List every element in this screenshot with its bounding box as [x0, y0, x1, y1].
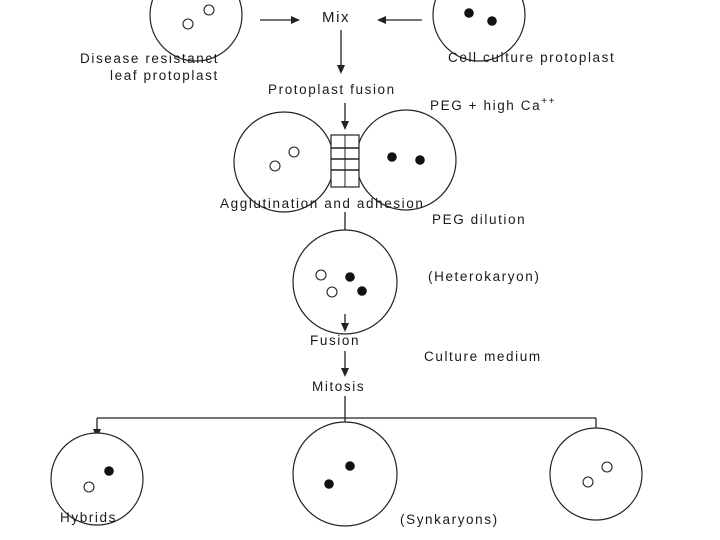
- heterokaryon-cell: [292, 229, 398, 335]
- open-nucleus: [601, 461, 613, 473]
- open-nucleus: [269, 160, 281, 172]
- filled-nucleus: [387, 152, 397, 162]
- open-nucleus: [582, 476, 594, 488]
- disease-resistant-label-line2: leaf protoplast: [110, 68, 219, 83]
- agglutinated-protoplast-pair: [233, 109, 457, 213]
- culture-medium-label: Culture medium: [424, 349, 542, 364]
- protoplast-fusion-label: Protoplast fusion: [268, 82, 396, 97]
- open-nucleus: [326, 286, 338, 298]
- open-nucleus: [315, 269, 327, 281]
- synkaryons-label: (Synkaryons): [400, 512, 499, 527]
- open-nucleus: [288, 146, 300, 158]
- filled-nucleus: [487, 16, 497, 26]
- hybrids-label: Hybrids: [60, 510, 117, 525]
- cell-culture-label: Cell culture protoplast: [448, 50, 615, 65]
- cell-culture-protoplast-cell: [432, 0, 526, 62]
- filled-nucleus: [464, 8, 474, 18]
- synkaryon-cell-center: [292, 421, 398, 527]
- heterokaryon-label: (Heterokaryon): [428, 269, 540, 284]
- mix-label: Mix: [322, 9, 350, 26]
- hybrid-cell: [50, 432, 144, 526]
- peg-calcium-label: PEG + high Ca++: [430, 96, 556, 113]
- mitosis-label: Mitosis: [312, 379, 365, 394]
- leaf-protoplast-cell: [149, 0, 243, 62]
- open-nucleus: [203, 4, 215, 16]
- adhesion-bridge: [330, 134, 360, 188]
- arrow-culture-to-mix: [377, 16, 422, 24]
- peg-dilution-label: PEG dilution: [432, 212, 526, 227]
- open-nucleus: [182, 18, 194, 30]
- filled-nucleus: [104, 466, 114, 476]
- arrow-to-mitosis: [341, 351, 349, 377]
- filled-nucleus: [345, 272, 355, 282]
- synkaryon-cell-right: [549, 427, 643, 521]
- filled-nucleus: [345, 461, 355, 471]
- calcium-charge-superscript: ++: [541, 96, 556, 107]
- filled-nucleus: [324, 479, 334, 489]
- arrow-to-fusion: [341, 314, 349, 332]
- filled-nucleus: [357, 286, 367, 296]
- arrow-mix-down: [337, 30, 345, 74]
- agglutination-label: Agglutination and adhesion: [220, 196, 424, 211]
- filled-nucleus: [415, 155, 425, 165]
- disease-resistant-label-line1: Disease resistanct: [80, 51, 219, 66]
- peg-calcium-text: PEG + high Ca: [430, 98, 541, 113]
- arrow-fusion-down: [341, 103, 349, 130]
- arrow-leaf-to-mix: [260, 16, 300, 24]
- fusion-label: Fusion: [310, 333, 360, 348]
- open-nucleus: [83, 481, 95, 493]
